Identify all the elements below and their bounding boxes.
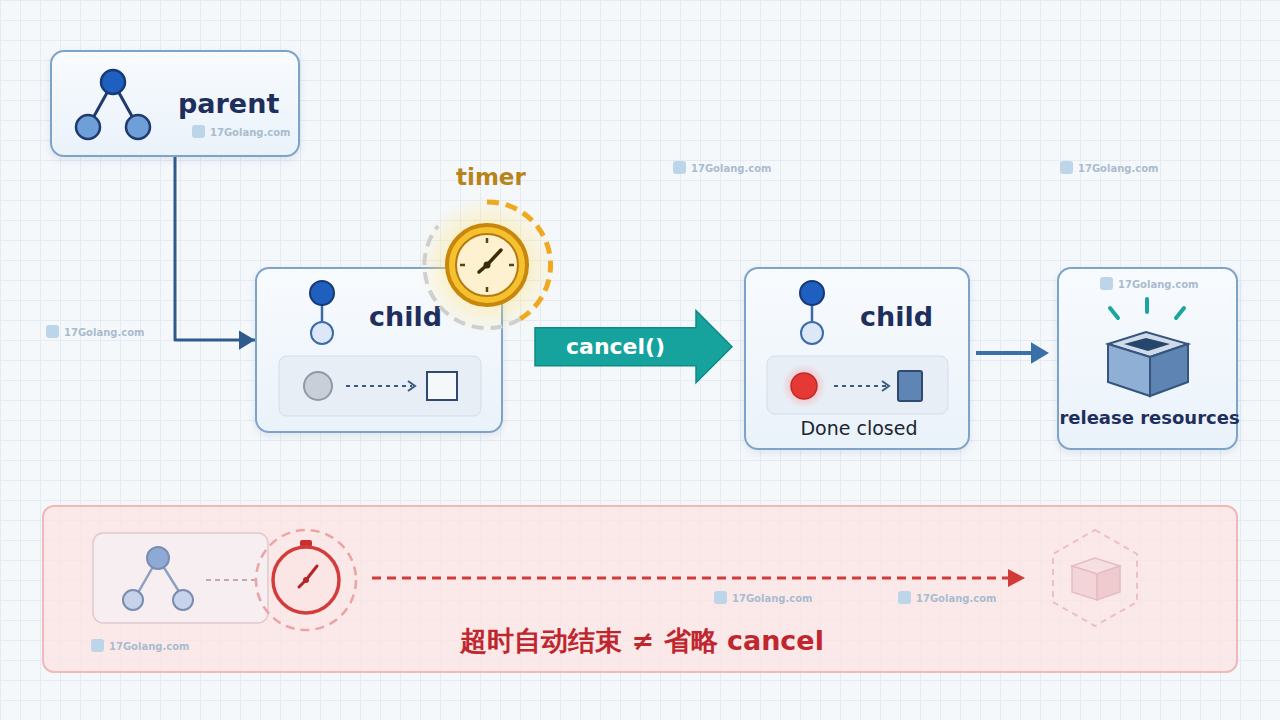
node-text: Done closed (746, 418, 972, 440)
arrow-head (239, 330, 255, 349)
node-text: child (860, 301, 970, 332)
connector (976, 342, 1049, 364)
child-box: childDone closed (744, 267, 970, 450)
node-text: parent (178, 88, 298, 119)
watermark: 17Golang.com (714, 593, 812, 604)
resource-box: release resources (1057, 267, 1238, 450)
watermark: 17Golang.com (673, 163, 771, 174)
child-icon (310, 281, 334, 344)
done-channel-closed (767, 356, 948, 414)
node-text: release resources (1059, 408, 1240, 429)
watermark: 17Golang.com (1060, 163, 1158, 174)
watermark: 17Golang.com (898, 593, 996, 604)
node-text: child (369, 301, 489, 332)
watermark: 17Golang.com (192, 127, 290, 138)
watermark: 17Golang.com (46, 327, 144, 338)
watermark: 17Golang.com (91, 641, 189, 652)
node-text: 超时自动结束 ≠ 省略 cancel (44, 625, 1240, 656)
tree-icon (76, 70, 150, 139)
resource-box-icon (1108, 299, 1188, 396)
timer-label: timer (456, 164, 526, 190)
connector (503, 311, 732, 383)
watermark: 17Golang.com (1100, 279, 1198, 290)
child-icon (800, 281, 824, 344)
edge-label: cancel() (566, 334, 665, 359)
child-box: child (255, 267, 503, 433)
timeout-illustration (93, 530, 1137, 630)
timer-clock (417, 195, 557, 335)
connector (175, 157, 255, 350)
warning-band: 超时自动结束 ≠ 省略 cancel (42, 505, 1238, 673)
done-channel-open (279, 356, 481, 416)
parent-box: parent (50, 50, 300, 157)
arrow-head (1031, 342, 1049, 364)
